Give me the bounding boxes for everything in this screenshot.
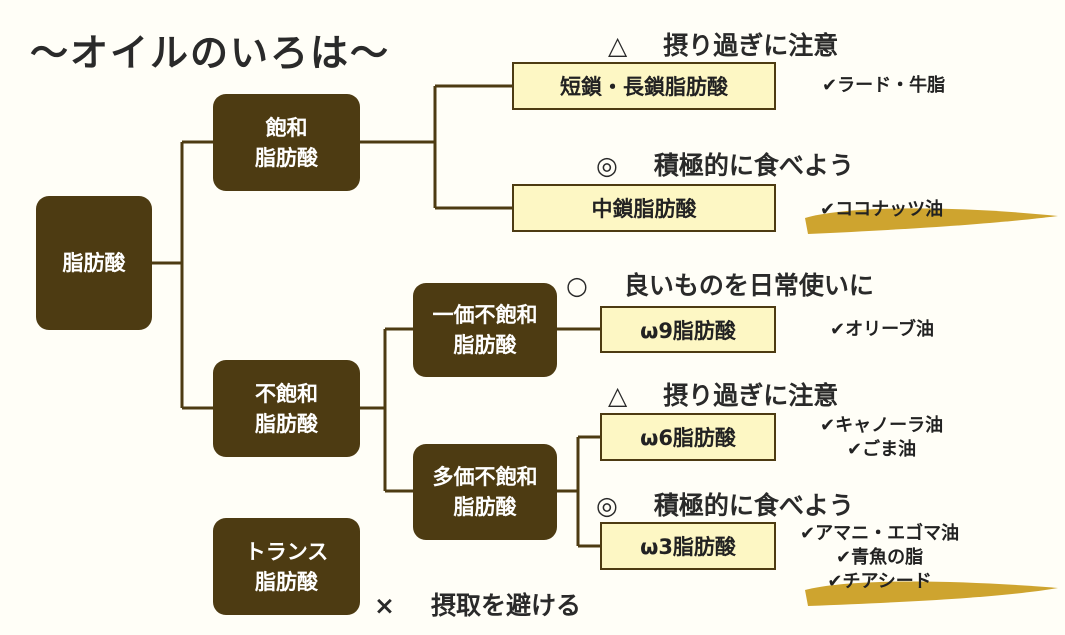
- note-medium: ◎ 積極的に食べよう: [596, 146, 854, 182]
- node-saturated: 飽和 脂肪酸: [213, 94, 360, 191]
- example-item: ✔ココナッツ油: [820, 199, 944, 220]
- examples-medium: ✔ココナッツ油: [820, 198, 943, 222]
- leaf-medium-chain-label: 中鎖脂肪酸: [591, 197, 697, 221]
- good-symbol: ○: [566, 271, 588, 300]
- examples-short-long: ✔ラード・牛脂: [822, 74, 945, 98]
- note-omega3-text: 積極的に食べよう: [653, 491, 854, 520]
- example-item: ✔青魚の脂: [836, 547, 924, 568]
- leaf-short-long-chain-label: 短鎖・長鎖脂肪酸: [560, 75, 728, 99]
- leaf-omega6: ω6脂肪酸: [600, 413, 776, 461]
- example-item: ✔アマニ・エゴマ油: [800, 523, 960, 544]
- note-omega6-text: 摂り過ぎに注意: [663, 381, 839, 410]
- node-trans-label: トランス 脂肪酸: [244, 539, 329, 594]
- excellent-symbol: ◎: [596, 151, 618, 180]
- leaf-omega3: ω3脂肪酸: [600, 522, 776, 570]
- leaf-short-long-chain: 短鎖・長鎖脂肪酸: [512, 62, 776, 110]
- node-unsaturated: 不飽和 脂肪酸: [213, 360, 360, 457]
- examples-omega6: ✔キャノーラ油 ✔ごま油: [820, 414, 943, 462]
- page-title: ～オイルのいろは～: [30, 31, 391, 75]
- caution-symbol: △: [608, 31, 628, 60]
- brush-highlight-coconut: [805, 208, 1058, 234]
- node-polyunsaturated-label: 多価不飽和 脂肪酸: [432, 465, 538, 519]
- node-polyunsaturated: 多価不飽和 脂肪酸: [413, 444, 557, 540]
- example-item: ✔キャノーラ油: [820, 415, 944, 436]
- note-trans-text: 摂取を避ける: [430, 591, 581, 620]
- note-omega9: ○ 良いものを日常使いに: [566, 266, 874, 302]
- node-saturated-label: 飽和 脂肪酸: [255, 115, 318, 170]
- brush-highlight-chia: [805, 581, 1058, 606]
- caution-symbol: △: [608, 381, 628, 410]
- leaf-omega3-label: ω3脂肪酸: [640, 535, 736, 559]
- leaf-medium-chain: 中鎖脂肪酸: [512, 184, 776, 232]
- node-trans: トランス 脂肪酸: [213, 518, 360, 615]
- examples-omega9: ✔オリーブ油: [830, 318, 934, 342]
- leaf-omega9-label: ω9脂肪酸: [640, 318, 736, 343]
- node-monounsaturated: 一価不飽和 脂肪酸: [413, 283, 557, 377]
- avoid-symbol: ×: [374, 591, 395, 620]
- note-omega3: ◎ 積極的に食べよう: [596, 486, 854, 522]
- node-fatty-acid: 脂肪酸: [36, 196, 152, 330]
- node-monounsaturated-label: 一価不飽和 脂肪酸: [432, 303, 538, 357]
- note-trans: × 摂取を避ける: [374, 586, 581, 622]
- note-medium-text: 積極的に食べよう: [653, 151, 854, 180]
- example-item: ✔ラード・牛脂: [822, 75, 946, 96]
- node-fatty-acid-label: 脂肪酸: [62, 251, 126, 275]
- note-short-long-text: 摂り過ぎに注意: [663, 31, 839, 60]
- leaf-omega6-label: ω6脂肪酸: [640, 426, 736, 450]
- leaf-omega9: ω9脂肪酸: [600, 306, 776, 353]
- note-omega6: △ 摂り過ぎに注意: [608, 376, 838, 412]
- note-short-long: △ 摂り過ぎに注意: [608, 26, 838, 62]
- excellent-symbol: ◎: [596, 491, 618, 520]
- example-item: ✔チアシード: [827, 571, 932, 592]
- node-unsaturated-label: 不飽和 脂肪酸: [255, 381, 318, 436]
- example-item: ✔オリーブ油: [830, 319, 935, 340]
- example-item: ✔ごま油: [847, 439, 917, 460]
- note-omega9-text: 良いものを日常使いに: [623, 271, 874, 300]
- examples-omega3: ✔アマニ・エゴマ油 ✔青魚の脂 ✔チアシード: [800, 522, 959, 594]
